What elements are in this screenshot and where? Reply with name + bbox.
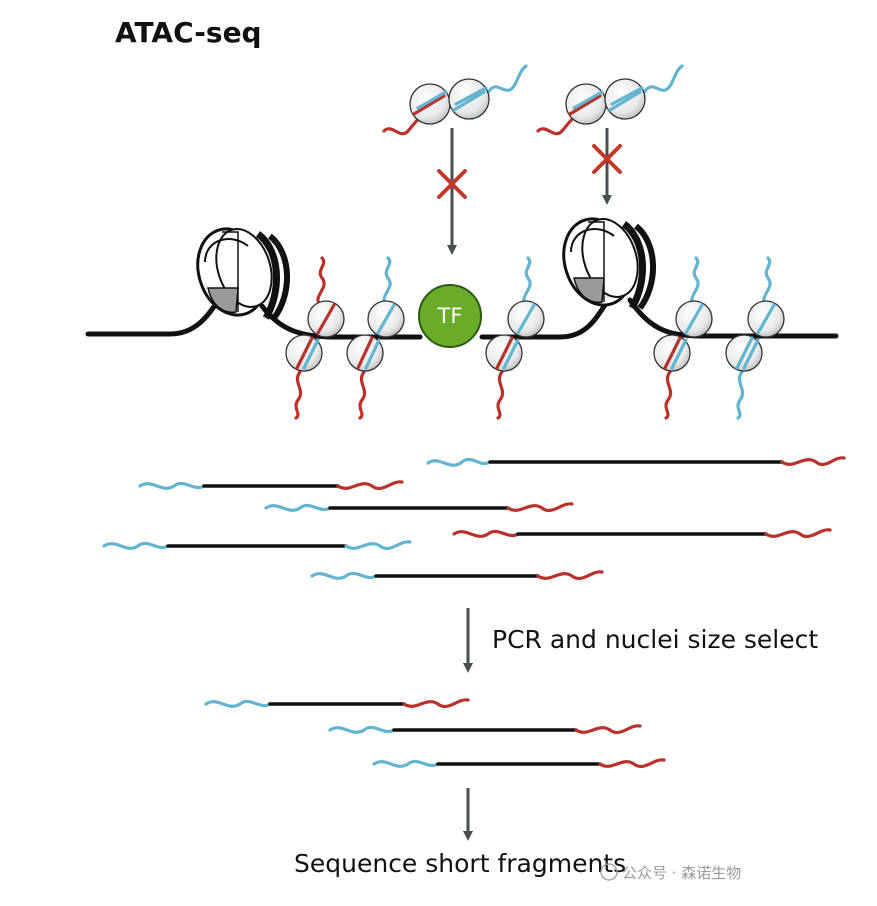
free-transposome-left (382, 64, 528, 136)
fragment (138, 480, 404, 491)
selected-fragment (328, 724, 642, 735)
free-transposome-right (536, 64, 684, 136)
bound-transposome-5 (725, 256, 785, 420)
fragment (310, 570, 604, 581)
diagram-title: ATAC-seq (115, 16, 262, 49)
fragment (264, 502, 574, 513)
bound-transposome-1 (285, 256, 345, 420)
step-label-pcr: PCR and nuclei size select (492, 625, 818, 654)
step-label-sequence: Sequence short fragments (294, 849, 626, 878)
bound-transposome-2 (346, 256, 405, 420)
block-x-icon (437, 169, 467, 199)
transcription-factor: TF (418, 284, 482, 348)
block-x-icon (592, 144, 622, 174)
nucleosome-right (562, 217, 656, 310)
watermark: 公众号 · 森诺生物 (600, 863, 741, 882)
fragment (102, 540, 412, 551)
tf-label: TF (437, 304, 463, 328)
selected-fragment (204, 698, 470, 709)
bound-transposome-4 (653, 256, 713, 420)
bound-transposome-3 (485, 256, 545, 420)
selected-fragment (372, 758, 666, 769)
nucleosome-left (196, 227, 290, 320)
svg-text:公众号 · 森诺生物: 公众号 · 森诺生物 (622, 864, 741, 882)
fragment (452, 528, 832, 539)
chromatin-dna (85, 282, 839, 340)
fragment (426, 456, 846, 467)
